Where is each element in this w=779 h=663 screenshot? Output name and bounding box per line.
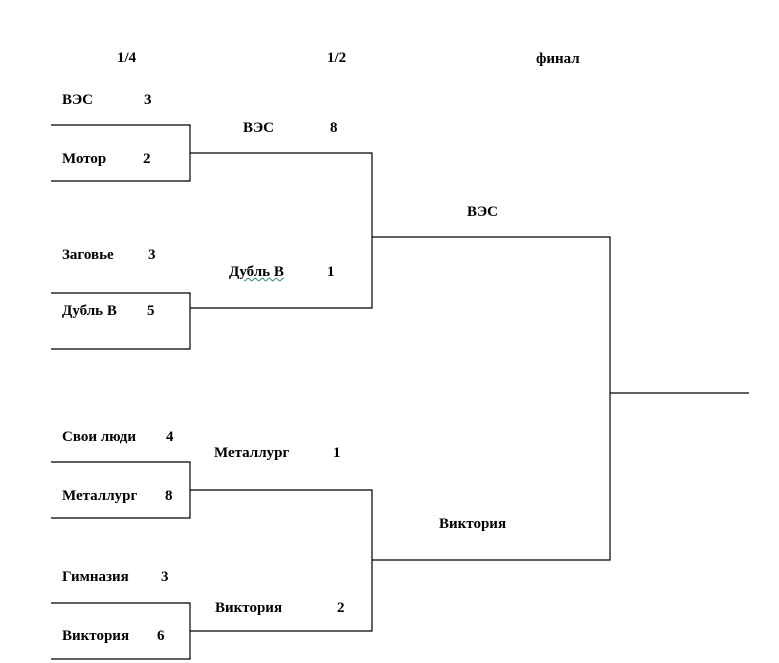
qf4-team1: Гимназия	[62, 569, 129, 585]
sf1-score2: 1	[327, 264, 335, 280]
sf2-score1: 1	[333, 445, 341, 461]
sf1-team2: Дубль В	[229, 264, 284, 280]
final-team1: ВЭС	[467, 204, 499, 220]
qf1-score2: 2	[143, 151, 151, 167]
sf1-team1: ВЭС	[243, 120, 275, 136]
sf2-team1: Металлург	[214, 445, 290, 461]
round-header-final: финал	[536, 51, 580, 67]
qf1-team2: Мотор	[62, 151, 107, 167]
qf2-score2: 5	[147, 303, 155, 319]
qf1-score1: 3	[144, 92, 152, 108]
sf2-team2: Виктория	[215, 600, 283, 616]
qf1-team1: ВЭС	[62, 92, 94, 108]
final-connector	[372, 236, 611, 561]
qf3-score1: 4	[166, 429, 174, 445]
sf2-score2: 2	[337, 600, 345, 616]
round-header-quarter: 1/4	[117, 50, 137, 66]
qf4-score1: 3	[161, 569, 169, 585]
qf2-team2: Дубль В	[62, 303, 117, 319]
qf3-team1: Свои люди	[62, 429, 136, 445]
sf1-connector	[190, 152, 373, 309]
final-team2: Виктория	[439, 516, 507, 532]
qf2-team1: Заговье	[62, 247, 114, 263]
round-header-semi: 1/2	[327, 50, 347, 66]
qf2-connector	[51, 292, 191, 350]
qf4-score2: 6	[157, 628, 165, 644]
qf2-score1: 3	[148, 247, 156, 263]
qf3-score2: 8	[165, 488, 173, 504]
qf3-team2: Металлург	[62, 488, 138, 504]
sf1-score1: 8	[330, 120, 338, 136]
qf4-team2: Виктория	[62, 628, 130, 644]
